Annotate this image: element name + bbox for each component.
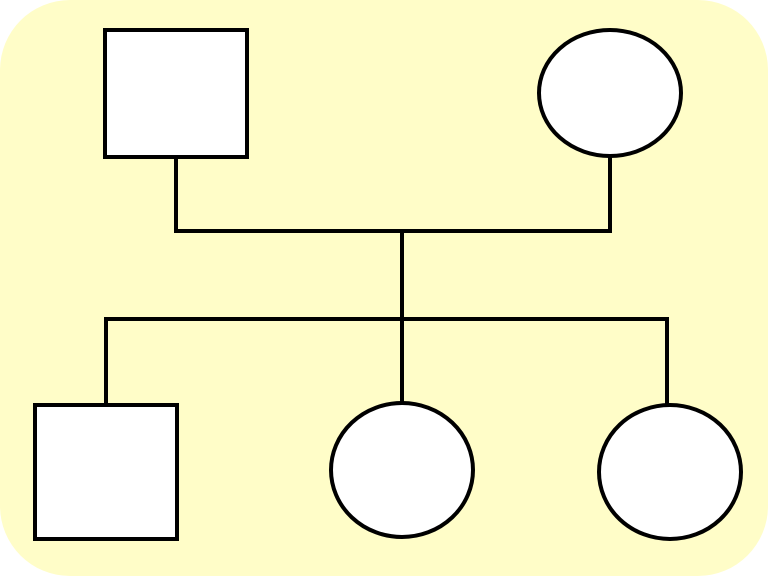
child-3-female-circle — [597, 403, 743, 541]
child-2-female-circle — [329, 401, 475, 539]
parent-1-male-square — [103, 28, 249, 159]
child-1-male-square — [33, 403, 179, 541]
parent-2-female-circle — [537, 28, 683, 158]
